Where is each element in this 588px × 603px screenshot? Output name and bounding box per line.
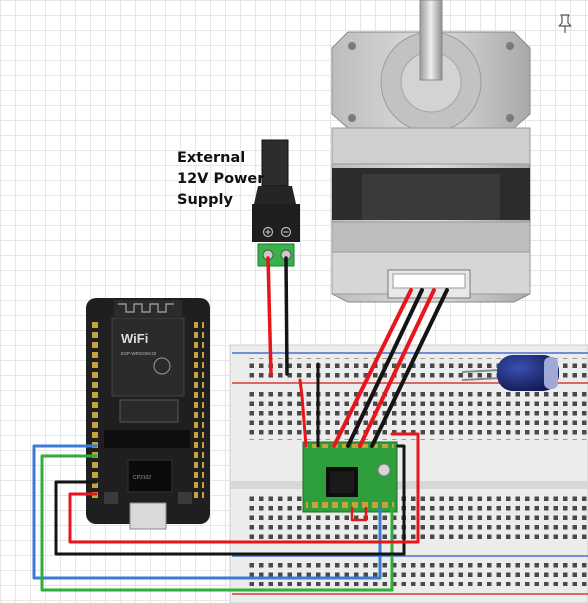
caption-line-3: Supply (177, 192, 233, 208)
esp32-chip-label: ESP-WROOM-32 (121, 351, 157, 356)
stepper-motor (331, 0, 531, 303)
pushpin-icon[interactable] (556, 13, 574, 35)
usb-chip-label: CP2102 (133, 475, 151, 481)
caption-line-1: External (177, 150, 246, 166)
capacitor (461, 355, 559, 391)
esp32-board: WiFi ESP-WROOM-32 CP2102 (86, 298, 210, 530)
caption-line-2: 12V Power (177, 171, 265, 187)
esp32-wifi-label: WiFi (121, 331, 148, 346)
power-supply-caption: External 12V Power Supply (177, 148, 264, 211)
wires (32, 256, 449, 592)
stepper-driver-board (302, 441, 398, 513)
